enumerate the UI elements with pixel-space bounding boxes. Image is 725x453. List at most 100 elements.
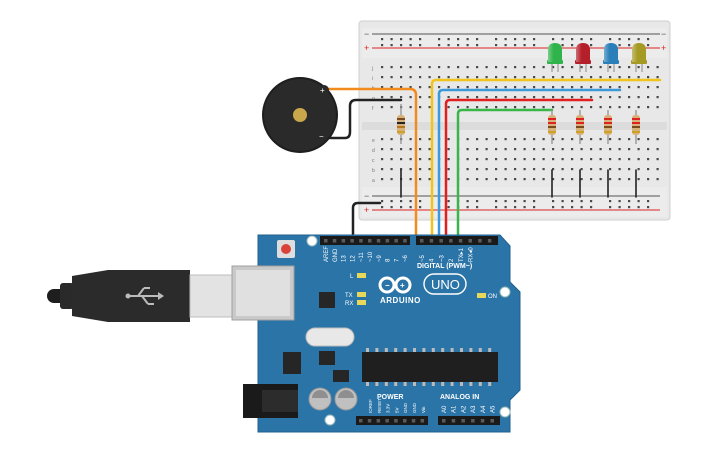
hole [466, 158, 469, 161]
wire-red[interactable] [444, 98, 594, 240]
hole [381, 158, 384, 161]
leds [547, 43, 647, 72]
pin-label-3: ~3 [439, 254, 445, 262]
hole [647, 168, 650, 171]
hole [628, 76, 631, 79]
arduino-uno-board[interactable]: L TX RX ON − + ARDUINO UNO AREF GND 13 1… [231, 234, 521, 433]
hole [542, 148, 545, 151]
chip-pin [469, 348, 473, 352]
hole [476, 66, 479, 69]
usb-cable[interactable] [47, 270, 233, 322]
hole [409, 76, 412, 79]
hole [447, 76, 450, 79]
hole [609, 86, 612, 89]
rail-hole [476, 44, 479, 47]
pin-label-rx0: RX◂0 [469, 247, 475, 262]
hole [618, 138, 621, 141]
wire-yellow[interactable] [430, 78, 662, 240]
hole [390, 138, 393, 141]
wire-black-buzzer[interactable] [328, 98, 403, 140]
chip-pin [394, 382, 398, 386]
hole [599, 148, 602, 151]
hole [476, 138, 479, 141]
hole [533, 106, 536, 109]
hole [523, 66, 526, 69]
rail-hole [381, 200, 384, 203]
hole [466, 66, 469, 69]
usb-icon [125, 287, 164, 305]
rail-hole [495, 206, 498, 209]
piezo-buzzer[interactable]: + − [262, 77, 338, 153]
power-label: POWER [377, 394, 403, 401]
hole [618, 106, 621, 109]
hole [590, 158, 593, 161]
hole [647, 148, 650, 151]
hole [409, 168, 412, 171]
header-hole [359, 239, 363, 243]
hole [466, 168, 469, 171]
resistor-3[interactable] [604, 110, 612, 144]
hole [466, 106, 469, 109]
rail-hole [495, 44, 498, 47]
led-red[interactable] [575, 43, 591, 72]
rail-hole [466, 200, 469, 203]
hole [457, 76, 460, 79]
hole [599, 138, 602, 141]
rail-hole [628, 38, 631, 41]
hole [599, 158, 602, 161]
rail-hole [457, 38, 460, 41]
header-hole [451, 419, 456, 423]
hole [419, 66, 422, 69]
hole [609, 106, 612, 109]
resistor-4[interactable] [632, 110, 640, 144]
rail-hole [504, 38, 507, 41]
hole [628, 106, 631, 109]
hole [542, 138, 545, 141]
led-green[interactable] [547, 43, 563, 72]
hole [466, 86, 469, 89]
rail-hole [533, 206, 536, 209]
resistor-1[interactable] [548, 110, 556, 144]
hole [590, 96, 593, 99]
hole [571, 86, 574, 89]
rail-hole [580, 200, 583, 203]
rail-hole [504, 206, 507, 209]
rail-hole [590, 200, 593, 203]
rail-hole [476, 200, 479, 203]
resistor-buzzer[interactable] [397, 104, 405, 144]
hole [504, 86, 507, 89]
rail-hole [533, 38, 536, 41]
led-tx-indicator [357, 292, 366, 297]
rail-hole [523, 38, 526, 41]
hole [637, 158, 640, 161]
wire-blue[interactable] [437, 88, 622, 240]
led-blue[interactable] [603, 43, 619, 72]
chip-pin [460, 382, 463, 386]
arduino-logo-icon [378, 276, 412, 294]
rail-hole [552, 200, 555, 203]
hole [485, 158, 488, 161]
chip-pin [384, 348, 388, 352]
pin-label-reset: RESET [377, 398, 382, 413]
resistors [397, 104, 640, 144]
wire-black-gnd[interactable] [351, 201, 382, 240]
hole [419, 138, 422, 141]
rail-hole [637, 200, 640, 203]
rail-hole [590, 38, 593, 41]
rail-hole [571, 44, 574, 47]
hole [647, 66, 650, 69]
wire-green[interactable] [456, 108, 554, 240]
led-yellow[interactable] [631, 43, 647, 72]
pin-label-tx1: TX▸1 [459, 247, 465, 262]
hole [428, 148, 431, 151]
hole [447, 158, 450, 161]
chip-pin [413, 382, 416, 386]
hole [571, 66, 574, 69]
wire-orange[interactable] [325, 87, 418, 240]
rail-hole [647, 44, 650, 47]
digital-header-left [320, 236, 410, 245]
chip-pin [394, 348, 398, 352]
hole [447, 138, 450, 141]
resistor-2[interactable] [576, 110, 584, 144]
hole [476, 148, 479, 151]
